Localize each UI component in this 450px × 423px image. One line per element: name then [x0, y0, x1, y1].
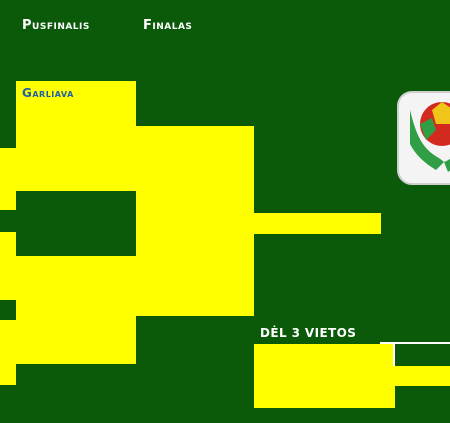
football-federation-logo-icon [396, 90, 450, 186]
semifinal-slot-bottom[interactable] [16, 256, 136, 364]
final-slot[interactable] [254, 213, 381, 234]
third-place-label: DĖL 3 VIETOS [260, 326, 357, 340]
bracket-left-stub-3 [0, 320, 16, 385]
bracket-left-stub-1 [0, 148, 16, 210]
third-place-slot[interactable] [254, 344, 395, 408]
header-prev-round-fragment: s [0, 18, 1, 33]
team-name-garliava: Garliava [22, 86, 74, 100]
third-place-line-top [380, 342, 450, 344]
bracket-left-stub-2 [0, 232, 16, 300]
third-place-result-bar[interactable] [395, 366, 450, 386]
header-semifinals: Pusfinalis [22, 18, 90, 33]
semifinal-connector [136, 126, 254, 316]
semifinal-slot-top[interactable] [16, 81, 136, 191]
header-finals: Finalas [143, 18, 193, 33]
third-place-tick [393, 342, 395, 366]
